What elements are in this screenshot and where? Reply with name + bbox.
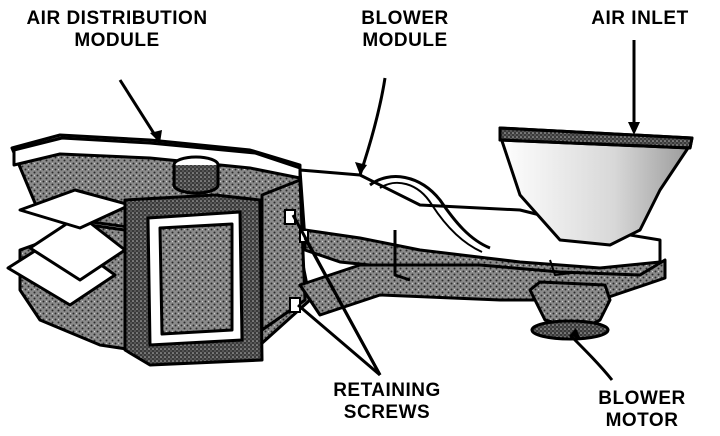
arrow-blower-motor xyxy=(570,328,581,340)
label-blower-module: BLOWER MODULE xyxy=(361,8,449,51)
label-air-inlet: AIR INLET xyxy=(591,8,689,29)
leader-retaining-screw-2 xyxy=(297,303,381,377)
leader-retaining-screw-3 xyxy=(303,237,382,376)
label-blower-motor: BLOWER MOTOR xyxy=(598,388,686,431)
label-air-distribution-module: AIR DISTRIBUTION MODULE xyxy=(26,8,208,51)
arrow-blower-module xyxy=(355,162,367,175)
leader-blower-motor xyxy=(568,333,614,381)
label-retaining-screws: RETAINING SCREWS xyxy=(333,380,441,423)
blower-motor-shape xyxy=(528,280,612,341)
air-inlet-shape xyxy=(498,126,694,247)
arrow-air-inlet xyxy=(628,122,640,135)
arrow-air-distribution-module xyxy=(150,130,162,143)
leader-blower-module xyxy=(358,77,387,176)
leader-arrowheads xyxy=(150,122,640,340)
air-distribution-module-shape xyxy=(6,133,312,367)
blower-module-shape xyxy=(298,168,667,317)
